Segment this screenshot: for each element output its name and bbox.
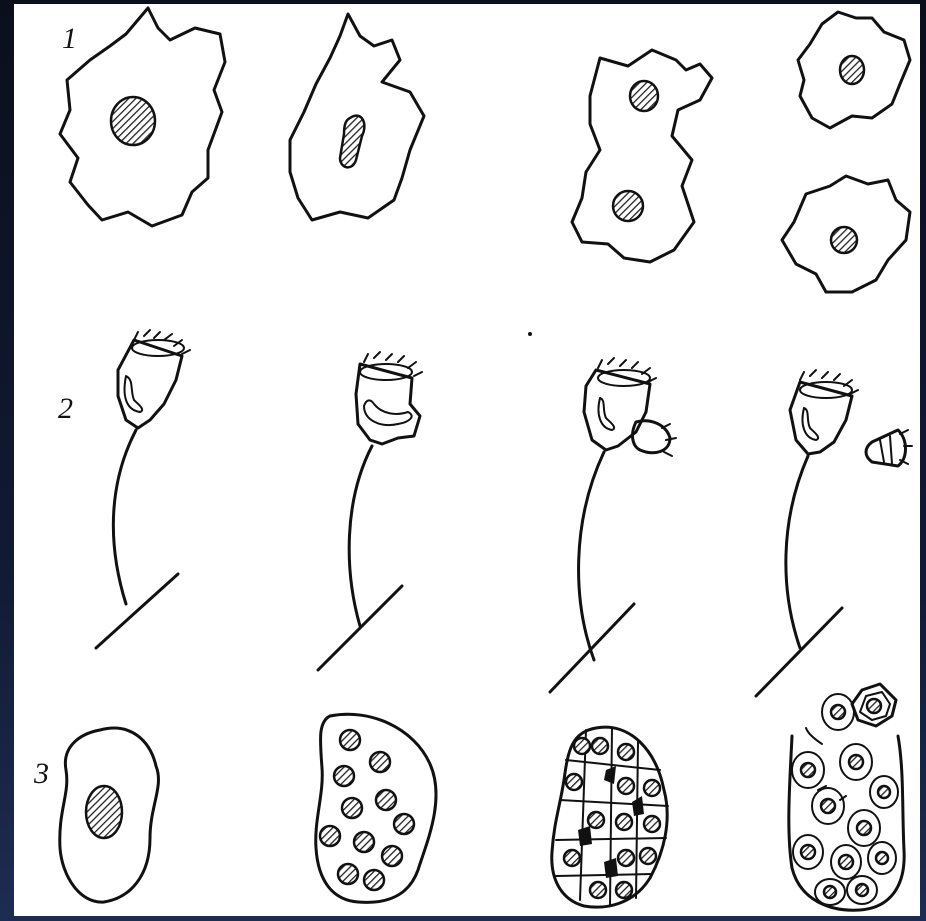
figure-background (14, 4, 920, 916)
row-label-2: 2 (58, 392, 73, 425)
row-label-3: 3 (33, 757, 49, 790)
stray-dot (528, 332, 532, 336)
row-label-1: 1 (62, 22, 77, 55)
amoeba-nucleus-b (613, 191, 643, 221)
amoeba-nucleus-a (630, 81, 658, 111)
amoeba-nucleus (111, 97, 155, 145)
daughter-nucleus-bottom (831, 227, 857, 253)
cell-nucleus (86, 786, 122, 838)
daughter-nucleus-top (840, 56, 864, 84)
